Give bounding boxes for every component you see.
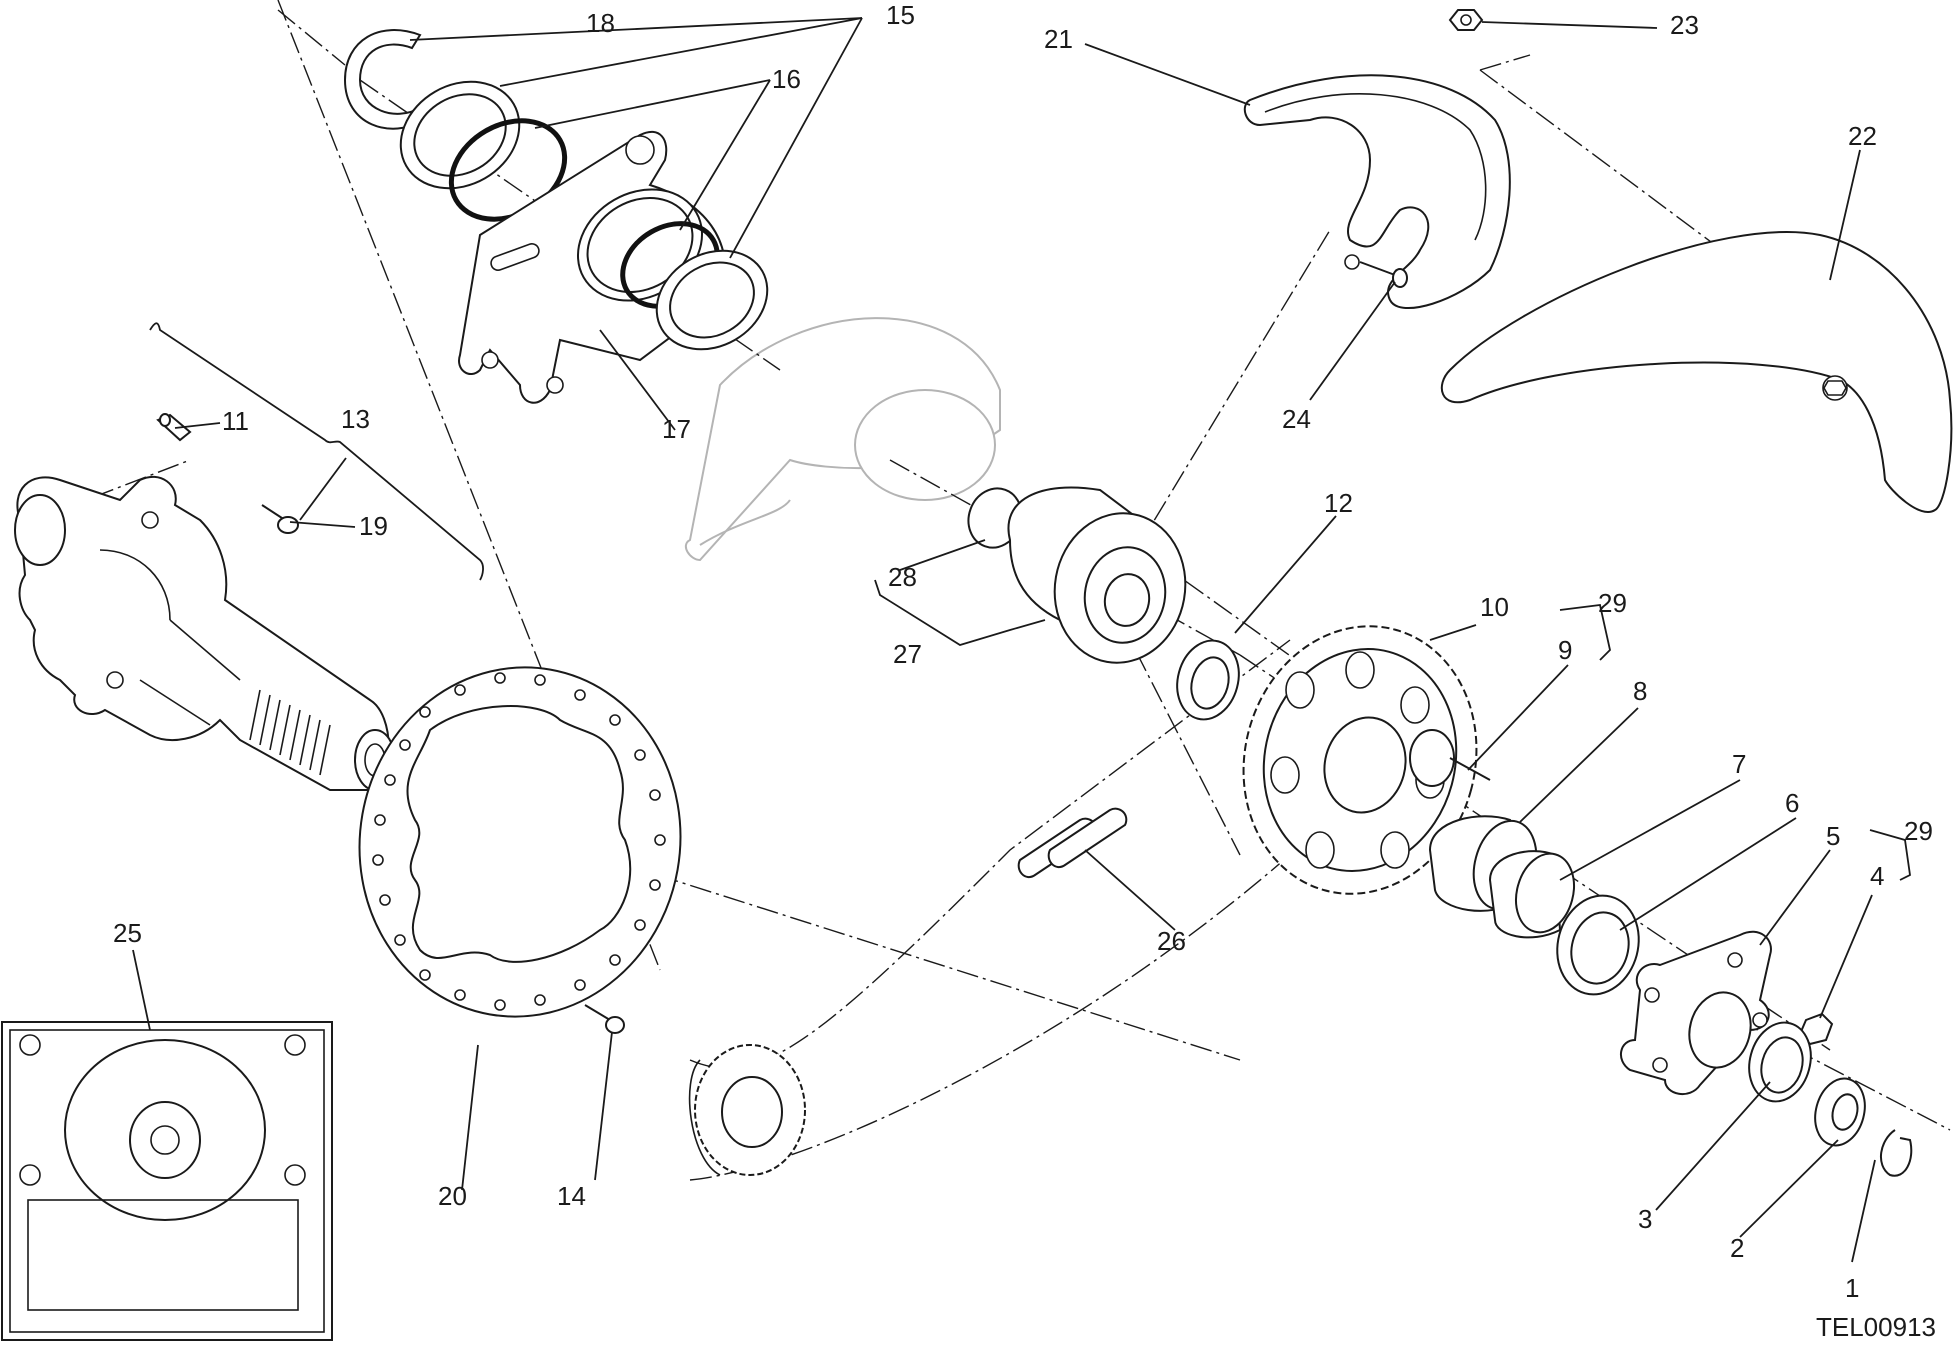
callout-26: 26 xyxy=(1157,926,1186,956)
screw-14 xyxy=(584,1004,625,1034)
front-sprocket xyxy=(688,1044,806,1176)
callout-20: 20 xyxy=(438,1181,467,1211)
spacer-7 xyxy=(1488,850,1575,939)
screw-24 xyxy=(1359,261,1408,288)
callout-25: 25 xyxy=(113,918,142,948)
brace-29-lower xyxy=(1869,829,1911,881)
washer-3 xyxy=(1748,1021,1812,1103)
screw-19 xyxy=(261,504,299,534)
ring-15-lower xyxy=(655,249,769,351)
chain-link-26 xyxy=(1017,807,1128,879)
callout-12: 12 xyxy=(1324,488,1353,518)
ring-15-upper xyxy=(399,80,521,190)
mudguard-22 xyxy=(1440,231,1953,513)
bearing-12 xyxy=(1176,639,1240,721)
sprocket-10 xyxy=(1242,625,1478,895)
callout-13: 13 xyxy=(341,404,370,434)
callout-15: 15 xyxy=(886,0,915,30)
callout-27: 27 xyxy=(893,639,922,669)
leader-lines xyxy=(132,17,1876,1263)
callout-4: 4 xyxy=(1870,861,1884,891)
eccentric-hub-27 xyxy=(1007,486,1187,664)
hub-shaft-13 xyxy=(14,475,396,791)
flange-5 xyxy=(1620,930,1772,1095)
callout-22: 22 xyxy=(1848,121,1877,151)
seal-6 xyxy=(1556,894,1640,996)
ring-nut-2 xyxy=(1814,1077,1866,1147)
drawing-code: TEL00913 xyxy=(1816,1312,1936,1342)
callout-10: 10 xyxy=(1480,592,1509,622)
swingarm-outline xyxy=(684,317,1001,562)
disc-holes xyxy=(372,672,666,1011)
callout-18: 18 xyxy=(586,8,615,38)
callout-6: 6 xyxy=(1785,788,1799,818)
brace-29-upper xyxy=(1559,604,1611,661)
chain-guard-21 xyxy=(1243,74,1511,309)
callout-5: 5 xyxy=(1826,821,1840,851)
callout-3: 3 xyxy=(1638,1204,1652,1234)
callout-1: 1 xyxy=(1845,1273,1859,1303)
bracket-brace-13 xyxy=(149,322,484,581)
callout-9: 9 xyxy=(1558,635,1572,665)
circlip-1 xyxy=(1880,1129,1913,1177)
callout-28: 28 xyxy=(888,562,917,592)
brake-disc-20 xyxy=(358,666,682,1018)
caliper-bracket-17 xyxy=(458,130,727,404)
callout-7: 7 xyxy=(1732,749,1746,779)
callout-29-upper: 29 xyxy=(1598,588,1627,618)
callout-21: 21 xyxy=(1044,24,1073,54)
callout-17: 17 xyxy=(662,414,691,444)
shaft-splines xyxy=(249,689,331,776)
brace-27 xyxy=(874,579,1046,646)
callout-14: 14 xyxy=(557,1181,586,1211)
callout-11: 11 xyxy=(222,406,249,436)
callout-23: 23 xyxy=(1670,10,1699,40)
callout-29-lower: 29 xyxy=(1904,816,1933,846)
callout-16: 16 xyxy=(772,64,801,94)
callout-19: 19 xyxy=(359,511,388,541)
inset-25 xyxy=(1,1021,333,1341)
nut-23 xyxy=(1448,9,1484,31)
callout-24: 24 xyxy=(1282,404,1311,434)
callout-labels: 1 2 3 4 5 6 7 8 9 10 11 12 13 14 15 16 1… xyxy=(113,0,1933,1303)
valve-11 xyxy=(156,413,192,442)
callout-8: 8 xyxy=(1633,676,1647,706)
callout-2: 2 xyxy=(1730,1233,1744,1263)
